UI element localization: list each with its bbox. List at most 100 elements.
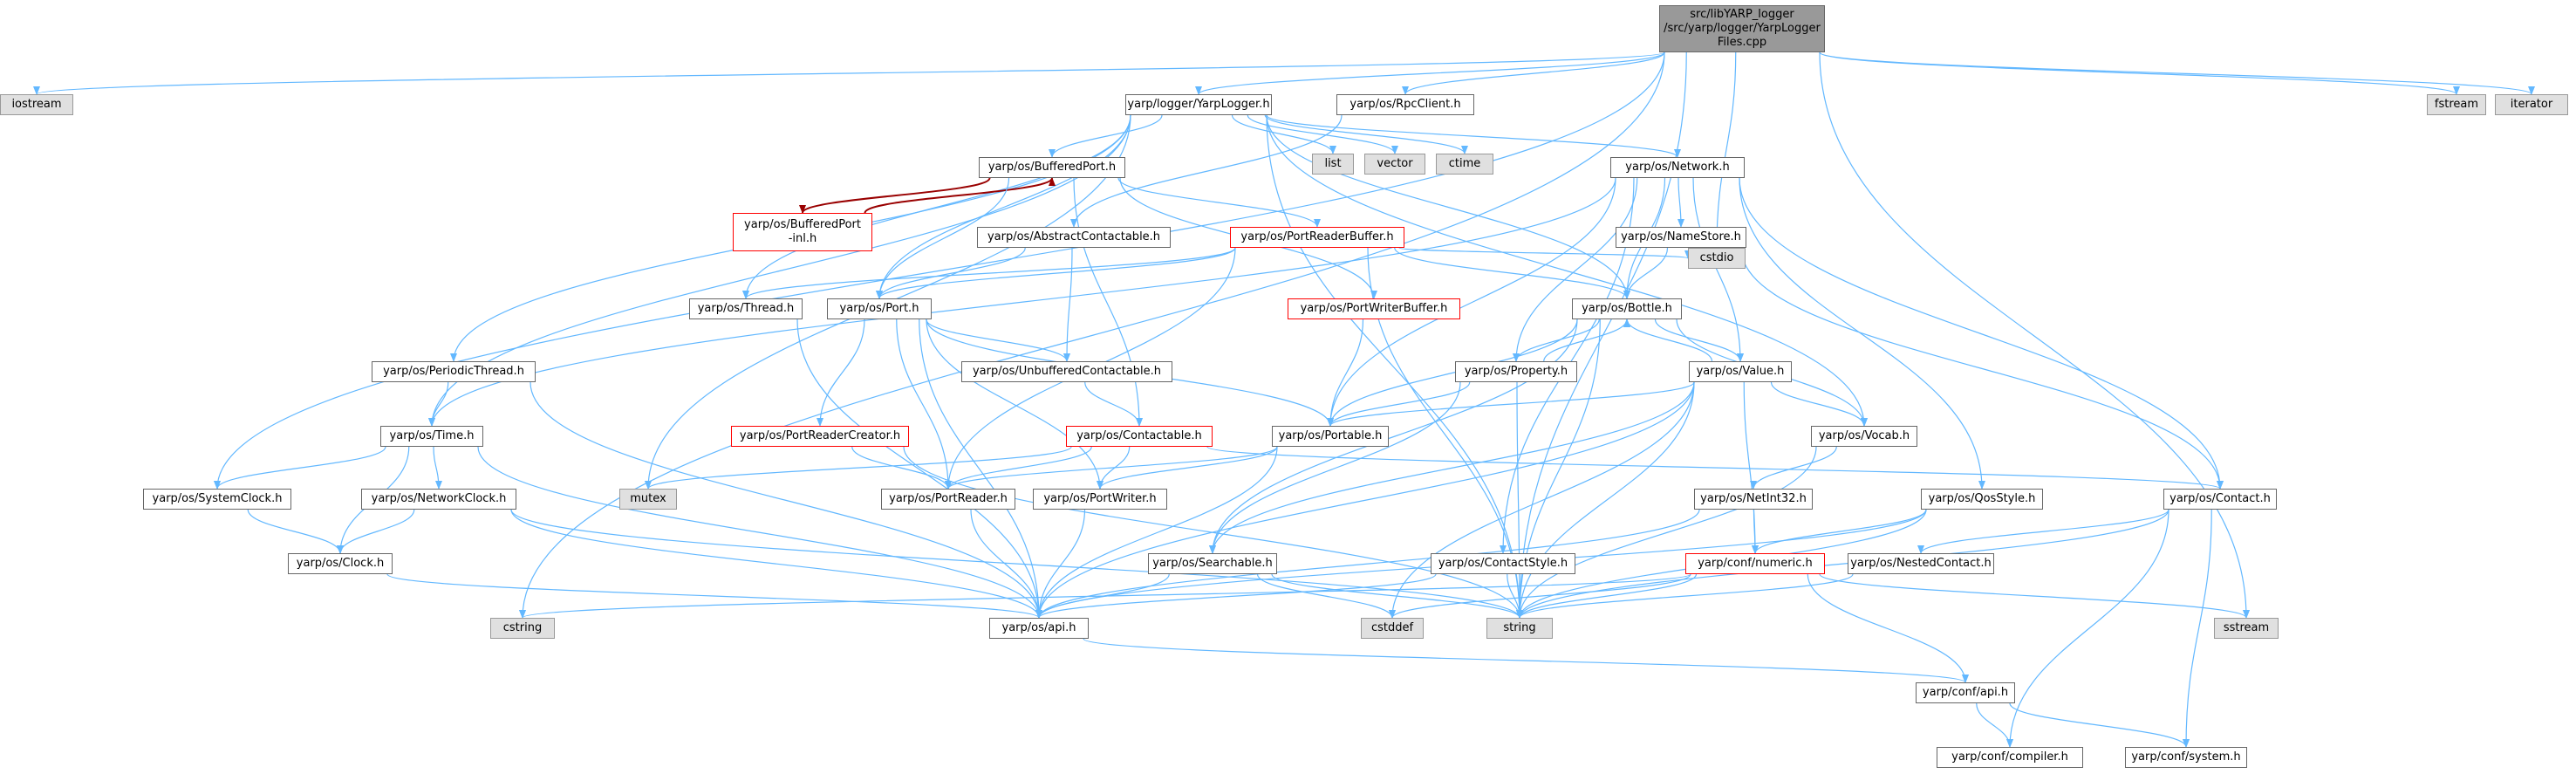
node-periodicthread[interactable]: yarp/os/PeriodicThread.h	[372, 361, 536, 382]
node-value[interactable]: yarp/os/Value.h	[1689, 361, 1792, 382]
node-iterator[interactable]: iterator	[2495, 94, 2568, 115]
node-compiler[interactable]: yarp/conf/compiler.h	[1937, 747, 2083, 768]
node-cstddef[interactable]: cstddef	[1361, 618, 1424, 639]
edge-abstractcontactable-to-unbufferedcontactable	[1063, 247, 1073, 362]
node-list[interactable]: list	[1312, 154, 1354, 175]
node-network[interactable]: yarp/os/Network.h	[1610, 157, 1745, 178]
edge-contact-to-compiler	[2006, 509, 2169, 748]
edge-contact-to-nestedcontact	[1917, 509, 2169, 554]
node-portable[interactable]: yarp/os/Portable.h	[1272, 426, 1389, 447]
edge-unbufferedcontactable-to-contactable	[1084, 381, 1143, 427]
node-unbufferedcontactable[interactable]: yarp/os/UnbufferedContactable.h	[961, 361, 1172, 382]
edge-portreaderbuffer-to-port	[876, 247, 1236, 299]
edge-value-to-searchable	[1209, 381, 1695, 554]
edge-value-to-portable	[1327, 381, 1695, 427]
edge-contactstyle-to-api	[1035, 573, 1437, 619]
edge-portreader-to-api	[970, 509, 1042, 619]
node-abstractcontactable[interactable]: yarp/os/AbstractContactable.h	[977, 227, 1171, 248]
edge-contact-to-system	[2183, 509, 2212, 748]
edge-bufferedport-to-bufferedportinl	[799, 177, 991, 214]
edge-root-to-systemclock	[214, 51, 1665, 490]
edge-portable-to-api	[1035, 446, 1278, 619]
edge-confapi-to-compiler	[1976, 702, 2013, 748]
node-bottle[interactable]: yarp/os/Bottle.h	[1572, 298, 1682, 319]
node-ctime[interactable]: ctime	[1436, 154, 1493, 175]
node-portwriterbuffer[interactable]: yarp/os/PortWriterBuffer.h	[1288, 298, 1460, 319]
edge-property-to-portable	[1327, 381, 1471, 427]
edge-property-to-string	[1515, 381, 1523, 619]
edge-value-to-cstddef	[1389, 381, 1695, 619]
node-property[interactable]: yarp/os/Property.h	[1455, 361, 1577, 382]
edge-root-to-iostream	[33, 51, 1665, 95]
edge-root-to-rpcclient	[1402, 51, 1665, 95]
node-sstream[interactable]: sstream	[2214, 618, 2279, 639]
edge-vocab-to-netint32	[1750, 446, 1837, 490]
edge-property-to-searchable	[1209, 381, 1461, 554]
node-nestedcontact[interactable]: yarp/os/NestedContact.h	[1848, 553, 1994, 574]
edge-portable-to-portwriter	[1097, 446, 1278, 490]
node-bufferedport[interactable]: yarp/os/BufferedPort.h	[979, 157, 1125, 178]
node-api[interactable]: yarp/os/api.h	[989, 618, 1089, 639]
edge-networkclock-to-string	[510, 509, 1523, 619]
node-portwriter[interactable]: yarp/os/PortWriter.h	[1033, 489, 1167, 510]
edge-portreaderbuffer-to-thread	[742, 247, 1236, 299]
node-rpcclient[interactable]: yarp/os/RpcClient.h	[1336, 94, 1474, 115]
edge-network-to-portable	[1327, 177, 1616, 427]
node-numeric[interactable]: yarp/conf/numeric.h	[1685, 553, 1825, 574]
node-qosstyle[interactable]: yarp/os/QosStyle.h	[1921, 489, 2043, 510]
node-clock[interactable]: yarp/os/Clock.h	[288, 553, 393, 574]
node-portreaderbuffer[interactable]: yarp/os/PortReaderBuffer.h	[1230, 227, 1404, 248]
node-networkclock[interactable]: yarp/os/NetworkClock.h	[361, 489, 516, 510]
edge-contactable-to-contact	[1206, 446, 2224, 490]
node-netint32[interactable]: yarp/os/NetInt32.h	[1694, 489, 1813, 510]
edge-value-to-string	[1516, 381, 1695, 619]
edge-contact-to-string	[1516, 509, 2169, 619]
edge-numeric-to-cstring	[519, 573, 1691, 619]
node-port[interactable]: yarp/os/Port.h	[827, 298, 932, 319]
edge-numeric-to-sstream	[1819, 573, 2250, 619]
edge-searchable-to-cstddef	[1256, 573, 1396, 619]
edge-portable-to-portreader	[945, 446, 1278, 490]
node-vocab[interactable]: yarp/os/Vocab.h	[1811, 426, 1917, 447]
edge-value-to-vocab	[1770, 381, 1868, 427]
node-portreader[interactable]: yarp/os/PortReader.h	[881, 489, 1015, 510]
node-fstream[interactable]: fstream	[2427, 94, 2486, 115]
edge-portreadercreator-to-string	[903, 446, 1523, 619]
node-yarplogger[interactable]: yarp/logger/YarpLogger.h	[1125, 94, 1272, 115]
node-contact[interactable]: yarp/os/Contact.h	[2163, 489, 2277, 510]
node-thread[interactable]: yarp/os/Thread.h	[689, 298, 803, 319]
edge-yarplogger-to-bufferedport	[1049, 114, 1163, 158]
edge-networkclock-to-api	[510, 509, 1042, 619]
node-iostream[interactable]: iostream	[0, 94, 73, 115]
edge-abstractcontactable-to-port	[876, 247, 1026, 299]
node-mutex[interactable]: mutex	[619, 489, 677, 510]
node-system[interactable]: yarp/conf/system.h	[2125, 747, 2247, 768]
node-contactable[interactable]: yarp/os/Contactable.h	[1066, 426, 1213, 447]
edge-network-to-qosstyle	[1739, 177, 1985, 490]
edge-contactable-to-portreader	[945, 446, 1092, 490]
node-portreadercreator[interactable]: yarp/os/PortReaderCreator.h	[731, 426, 909, 447]
node-bufferedportinl[interactable]: yarp/os/BufferedPort -inl.h	[733, 213, 872, 251]
node-namestore[interactable]: yarp/os/NameStore.h	[1616, 227, 1746, 248]
node-time[interactable]: yarp/os/Time.h	[380, 426, 483, 447]
edge-root-to-cstdio	[1713, 51, 1737, 249]
edge-root-to-yarplogger	[1195, 51, 1665, 95]
edge-api-to-confapi	[1083, 638, 1969, 683]
node-searchable[interactable]: yarp/os/Searchable.h	[1148, 553, 1277, 574]
edge-port-to-portreadercreator	[817, 319, 865, 427]
edge-bottle-to-portable	[1327, 319, 1578, 427]
node-root[interactable]: src/libYARP_logger /src/yarp/logger/Yarp…	[1659, 5, 1825, 52]
edge-yarplogger-to-port	[876, 114, 1131, 299]
edge-yarplogger-to-ctime	[1264, 114, 1468, 154]
node-cstdio[interactable]: cstdio	[1688, 248, 1746, 269]
node-contactstyle[interactable]: yarp/os/ContactStyle.h	[1431, 553, 1575, 574]
edge-network-to-property	[1513, 177, 1638, 362]
node-systemclock[interactable]: yarp/os/SystemClock.h	[143, 489, 291, 510]
node-cstring[interactable]: cstring	[490, 618, 555, 639]
node-vector[interactable]: vector	[1364, 154, 1425, 175]
node-string[interactable]: string	[1486, 618, 1553, 639]
edge-netint32-to-api	[1035, 509, 1700, 619]
edge-rpcclient-to-abstractcontactable	[1070, 114, 1343, 228]
node-confapi[interactable]: yarp/conf/api.h	[1916, 682, 2015, 703]
